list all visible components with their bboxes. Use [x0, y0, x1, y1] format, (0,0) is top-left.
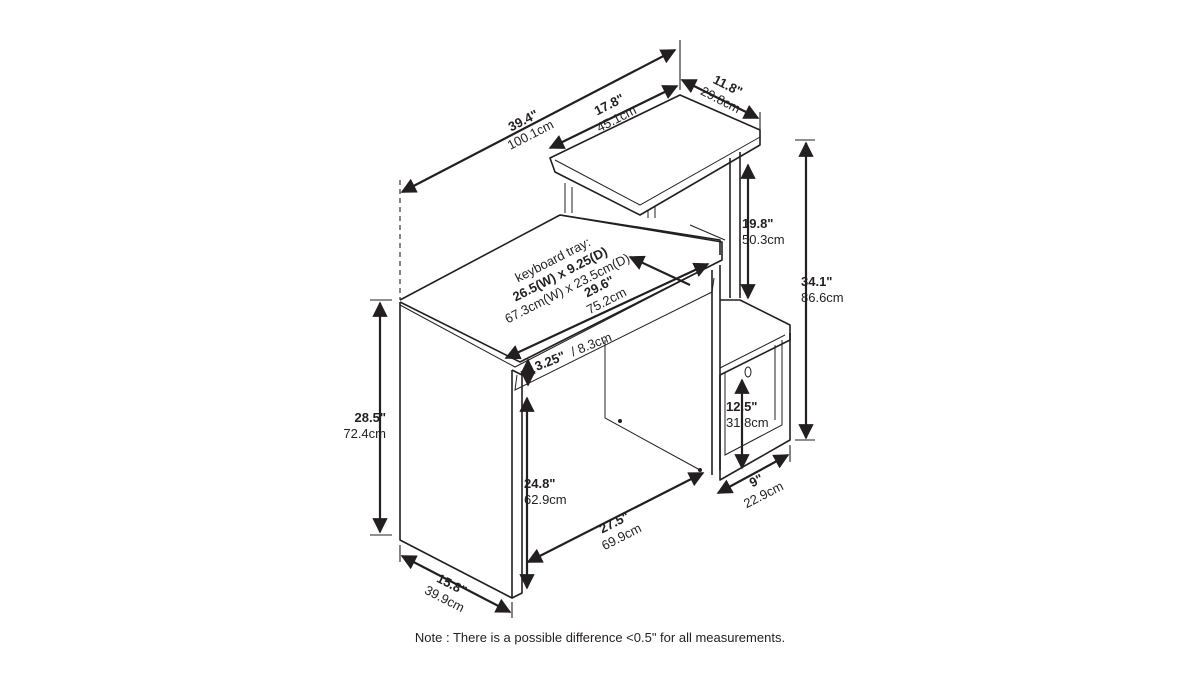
total-height-imperial: 34.1" [801, 274, 832, 289]
knee-height-label: 24.8" 62.9cm [524, 476, 567, 507]
cabinet-height-metric: 31.8cm [726, 415, 769, 430]
shelf-width-label: 17.8" 45.1cm [592, 91, 639, 135]
knee-width-label: 27.5" 69.9cm [597, 509, 644, 553]
knee-height-imperial: 24.8" [524, 476, 555, 491]
total-height-metric: 86.6cm [801, 290, 844, 305]
cabinet-height-label: 12.5" 31.8cm [726, 399, 769, 430]
tray-height-imperial: 3.25" [533, 348, 568, 374]
upper-height-imperial: 19.8" [742, 216, 773, 231]
desk-height-label: 28.5" 72.4cm [343, 410, 386, 441]
desk-height-imperial: 28.5" [355, 410, 386, 425]
upper-height-label: 19.8" 50.3cm [742, 216, 785, 247]
upper-height-metric: 50.3cm [742, 232, 785, 247]
cabinet-height-imperial: 12.5" [726, 399, 757, 414]
desk-height-metric: 72.4cm [343, 426, 386, 441]
measurement-note: Note : There is a possible difference <0… [414, 630, 786, 645]
overall-width-label: 39.4" 100.1cm [505, 107, 556, 153]
knee-height-metric: 62.9cm [524, 492, 567, 507]
cabinet-width-imperial: 9" [747, 471, 766, 490]
dimension-arrows [370, 40, 815, 618]
total-height-label: 34.1" 86.6cm [801, 274, 844, 305]
